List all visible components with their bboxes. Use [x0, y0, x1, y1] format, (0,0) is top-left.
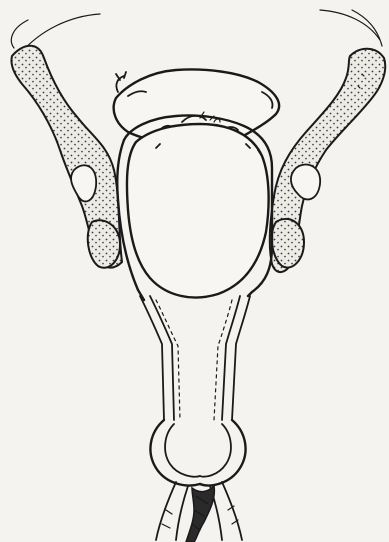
- forceps-handles: [140, 296, 250, 542]
- forceps-blade: [117, 115, 272, 300]
- left-pelvic-bone: [11, 14, 122, 268]
- right-pelvic-bone: [270, 10, 385, 272]
